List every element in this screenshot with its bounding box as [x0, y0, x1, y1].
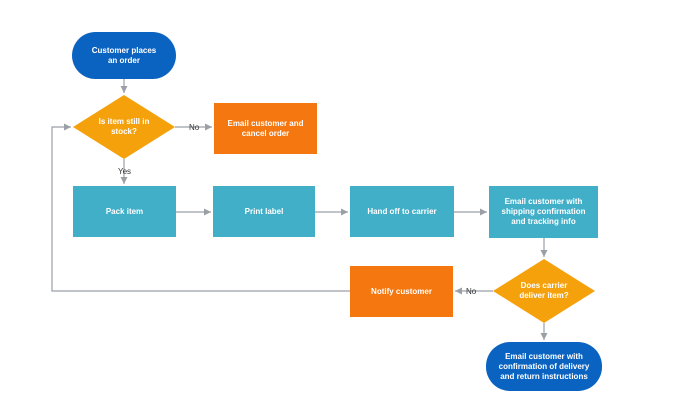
- notify-customer-box: Notify customer: [350, 266, 453, 317]
- hand-off-carrier-box: Hand off to carrier: [350, 186, 454, 237]
- edge-label-yes-stock: Yes: [118, 167, 132, 176]
- end-terminal: Email customer with confirmation of deli…: [486, 342, 602, 391]
- print-label-box: Print label: [213, 186, 315, 237]
- shipping-email-box: Email customer with shipping confirmatio…: [489, 186, 598, 238]
- edge-label-no-delivery: No: [466, 287, 477, 296]
- decision-delivered-label: Does carrier deliver item?: [519, 281, 569, 300]
- decision-in-stock-label: Is item still in stock?: [98, 117, 150, 136]
- cancel-order-box: Email customer and cancel order: [214, 103, 317, 154]
- edge-label-no-stock: No: [189, 123, 200, 132]
- pack-item-box: Pack item: [73, 186, 176, 237]
- edge-notify-loop-back: [51, 123, 350, 292]
- decision-delivered-shape: [493, 259, 595, 323]
- decision-in-stock-shape: [73, 95, 175, 159]
- start-terminal: Customer places an order: [72, 32, 176, 79]
